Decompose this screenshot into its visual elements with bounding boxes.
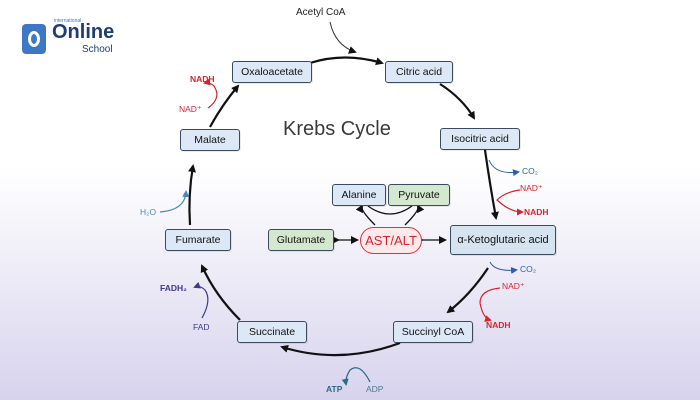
nadh-label-3: NADH bbox=[190, 74, 215, 84]
diagram-title: Krebs Cycle bbox=[283, 118, 391, 140]
arrow-isocitric-ketoglutaric bbox=[483, 149, 499, 220]
arrow-fadh2 bbox=[193, 281, 209, 319]
oxaloacetate-box: Oxaloacetate bbox=[232, 61, 312, 83]
adp-label: ADP bbox=[366, 384, 384, 394]
nadh-label-1: NADH bbox=[524, 207, 549, 217]
citric-acid-box: Citric acid bbox=[385, 61, 453, 83]
nad-label-3: NAD⁺ bbox=[179, 104, 202, 114]
arrow-nadh-1 bbox=[496, 189, 524, 216]
arrow-enzyme-pyruvate bbox=[404, 204, 425, 226]
co2-label-2: CO₂ bbox=[520, 264, 537, 274]
arrow-fumarate-malate bbox=[188, 164, 196, 226]
arrow-nadh-2 bbox=[479, 287, 501, 322]
fumarate-box: Fumarate bbox=[165, 229, 231, 251]
arrow-co2-1 bbox=[488, 159, 520, 177]
nadh-label-2: NADH bbox=[486, 320, 511, 330]
arrow-malate-oxaloacetate bbox=[209, 84, 240, 128]
arrow-ketoglutaric-succinylcoa bbox=[446, 267, 489, 314]
nad-label-1: NAD⁺ bbox=[520, 183, 543, 193]
logo-sub: School bbox=[82, 44, 113, 55]
ketoglutaric-acid-box: α-Ketoglutaric acid bbox=[450, 225, 556, 255]
online-school-logo: international Online School bbox=[20, 16, 130, 64]
fadh2-label: FADH₂ bbox=[160, 283, 187, 293]
glutamate-box: Glutamate bbox=[268, 229, 334, 251]
atp-label: ATP bbox=[326, 384, 343, 394]
logo-o-icon bbox=[22, 24, 46, 54]
arrow-enzyme-alanine bbox=[355, 204, 376, 226]
pyruvate-box: Pyruvate bbox=[388, 184, 450, 206]
logo-brand: Online bbox=[52, 21, 115, 43]
ast-alt-enzyme: AST/ALT bbox=[360, 227, 422, 254]
arrow-acetylcoa-input bbox=[329, 21, 357, 54]
fad-label: FAD bbox=[193, 322, 210, 332]
arrow-nadh-3 bbox=[203, 78, 218, 109]
malate-box: Malate bbox=[180, 129, 240, 151]
arrow-succinate-fumarate bbox=[200, 264, 241, 321]
h2o-label: H₂O bbox=[140, 207, 157, 217]
co2-label-1: CO₂ bbox=[522, 166, 539, 176]
alanine-box: Alanine bbox=[332, 184, 386, 206]
arrow-oxaloacetate-citric bbox=[309, 56, 384, 66]
arrow-citric-isocitric bbox=[439, 83, 476, 120]
succinate-box: Succinate bbox=[237, 321, 307, 343]
logo-top-text: international bbox=[54, 18, 82, 24]
succinyl-coa-box: Succinyl CoA bbox=[393, 321, 473, 343]
isocitric-acid-box: Isocitric acid bbox=[440, 128, 520, 150]
arc-alanine-pyruvate bbox=[367, 205, 413, 215]
arrow-co2-2 bbox=[489, 261, 518, 274]
arrow-h2o bbox=[159, 190, 190, 213]
acetyl-coa-label: Acetyl CoA bbox=[296, 7, 346, 18]
arrow-atp bbox=[341, 367, 371, 386]
nad-label-2: NAD⁺ bbox=[502, 281, 525, 291]
arrow-succinylcoa-succinate bbox=[280, 341, 401, 357]
